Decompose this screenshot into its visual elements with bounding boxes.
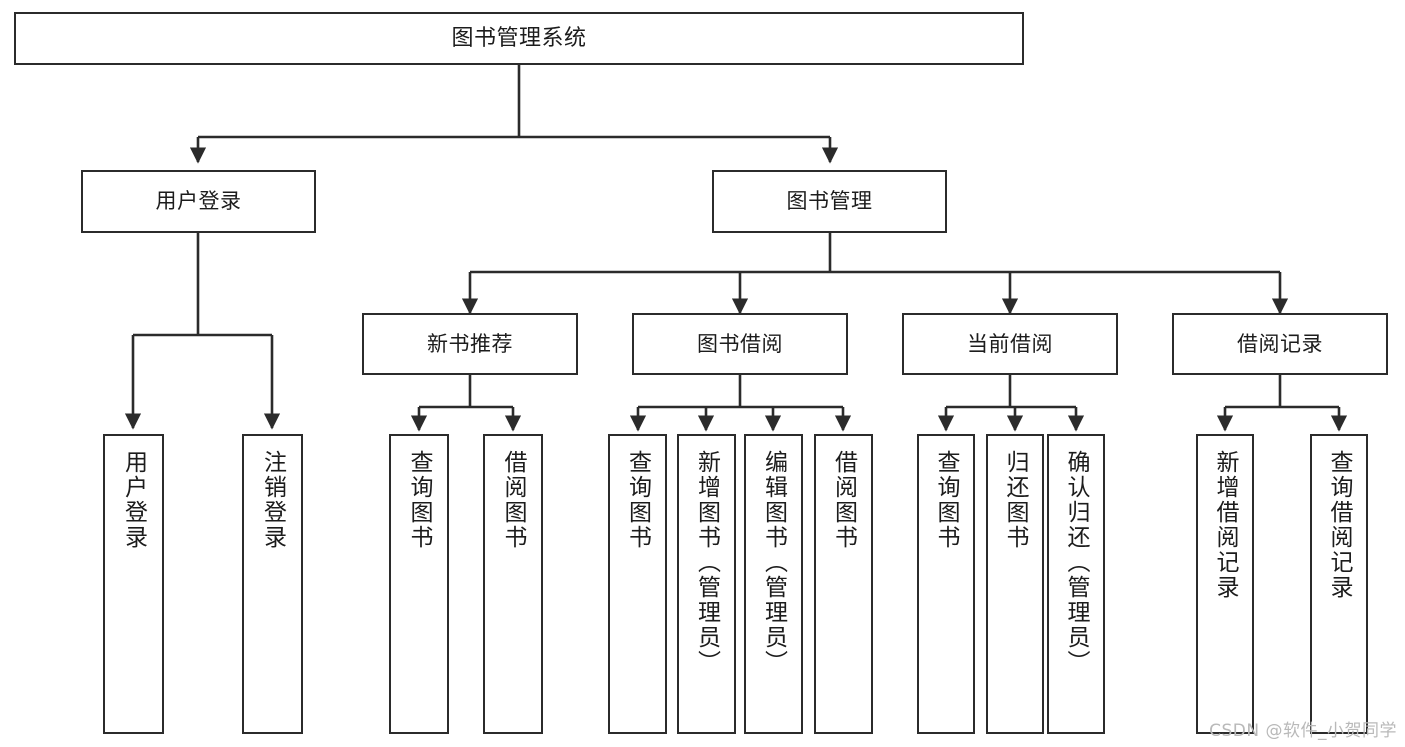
leaf-current-borrow-query[interactable]: 查询图书 [917,434,975,734]
node-label: 用户登录 [155,189,242,214]
node-label: 当前借阅 [967,331,1053,356]
node-user-login[interactable]: 用户登录 [81,170,316,233]
node-label: 图书管理 [786,189,873,214]
leaf-user-login-logout[interactable]: 注销登录 [242,434,303,734]
node-label: 归还图书 [1002,450,1029,550]
node-label: 查询图书 [624,450,651,550]
node-book-management[interactable]: 图书管理 [712,170,947,233]
node-borrow-record[interactable]: 借阅记录 [1172,313,1388,375]
node-root-book-management-system[interactable]: 图书管理系统 [14,12,1024,65]
leaf-book-borrow-edit[interactable]: 编辑图书（管理员） [744,434,803,734]
leaf-book-borrow-query[interactable]: 查询图书 [608,434,667,734]
node-label: 新增借阅记录 [1212,450,1239,600]
node-label: 图书借阅 [697,331,783,356]
leaf-user-login-login[interactable]: 用户登录 [103,434,164,734]
node-current-borrow[interactable]: 当前借阅 [902,313,1118,375]
leaf-book-borrow-borrow[interactable]: 借阅图书 [814,434,873,734]
leaf-borrow-record-query[interactable]: 查询借阅记录 [1310,434,1368,734]
node-label: 用户登录 [120,450,147,550]
node-book-borrow[interactable]: 图书借阅 [632,313,848,375]
leaf-borrow-record-add[interactable]: 新增借阅记录 [1196,434,1254,734]
leaf-current-borrow-confirm-return[interactable]: 确认归还（管理员） [1047,434,1105,734]
node-label: 借阅记录 [1237,331,1323,356]
node-label: 借阅图书 [500,450,527,550]
watermark: CSDN @软件_小贺同学 [1209,721,1397,741]
node-label: 图书管理系统 [451,25,587,51]
node-label: 查询图书 [406,450,433,550]
node-label: 查询图书 [933,450,960,550]
node-label: 新增图书（管理员） [693,450,720,675]
node-label: 注销登录 [259,450,286,550]
node-label: 借阅图书 [830,450,857,550]
leaf-current-borrow-return[interactable]: 归还图书 [986,434,1044,734]
leaf-new-book-borrow[interactable]: 借阅图书 [483,434,543,734]
node-label: 确认归还（管理员） [1063,450,1090,675]
node-label: 查询借阅记录 [1326,450,1353,600]
node-label: 新书推荐 [427,331,513,356]
node-label: 编辑图书（管理员） [760,450,787,675]
node-new-book-recommend[interactable]: 新书推荐 [362,313,578,375]
leaf-book-borrow-add[interactable]: 新增图书（管理员） [677,434,736,734]
leaf-new-book-query[interactable]: 查询图书 [389,434,449,734]
